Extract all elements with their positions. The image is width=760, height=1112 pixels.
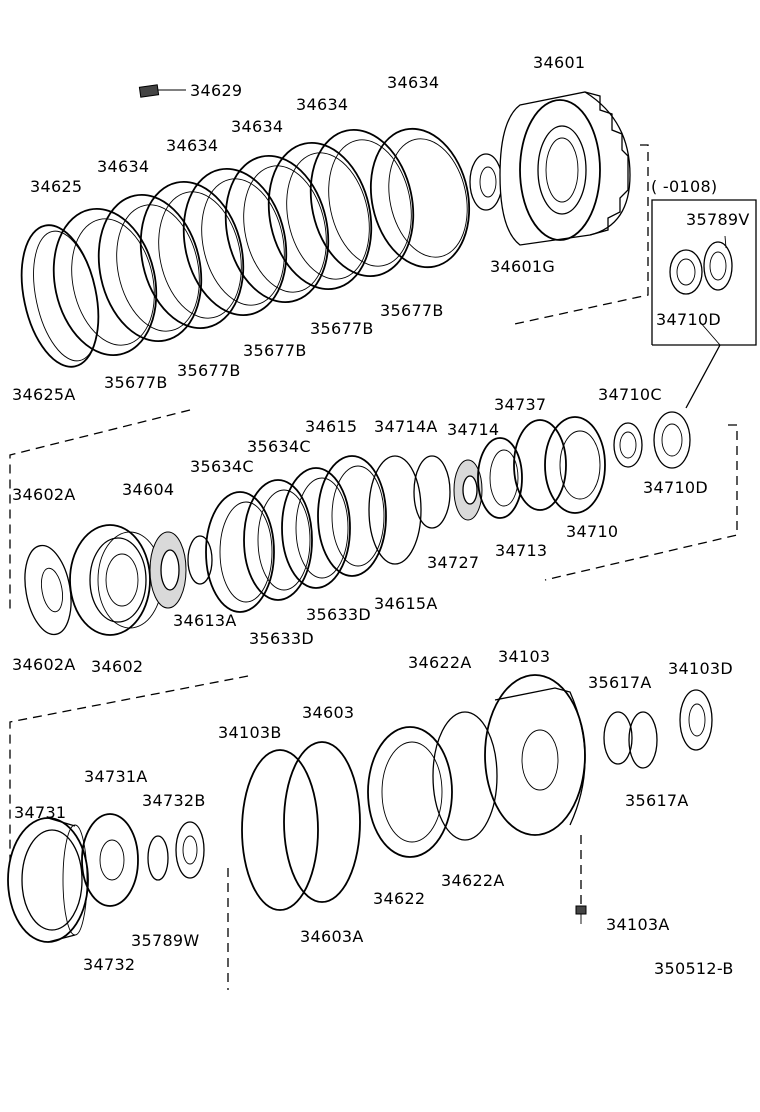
- clutch-plate-stack: [20, 127, 503, 368]
- part-label: 34603: [302, 703, 354, 722]
- drawing-id: 350512-B: [654, 959, 734, 978]
- part-label: 34603A: [300, 927, 364, 946]
- part-label: 34714: [447, 420, 499, 439]
- part-label: 34634: [387, 73, 439, 92]
- part-label: 34604: [122, 480, 174, 499]
- part-label: 34710C: [598, 385, 662, 404]
- part-label: 34625A: [12, 385, 76, 404]
- part-label: 35677B: [380, 301, 444, 320]
- part-labels: 34629 34634 34634 34634 34634 34634 3460…: [12, 53, 750, 978]
- part-label: 34737: [494, 395, 546, 414]
- part-label: 35677B: [177, 361, 241, 380]
- part-label: 34622A: [441, 871, 505, 890]
- part-label: 35789W: [131, 931, 200, 950]
- part-label: 34634: [296, 95, 348, 114]
- part-label: 34634: [166, 136, 218, 155]
- part-label: 35677B: [243, 341, 307, 360]
- part-label: 34601: [533, 53, 585, 72]
- part-label: 34622: [373, 889, 425, 908]
- part-label: 35617A: [588, 673, 652, 692]
- part-label: 34601G: [490, 257, 555, 276]
- part-label: 35677B: [310, 319, 374, 338]
- part-label: 34103B: [218, 723, 282, 742]
- middle-row-parts: [24, 411, 691, 636]
- part-label: 34602A: [12, 485, 76, 504]
- part-label: 34602A: [12, 655, 76, 674]
- part-label: 34613A: [173, 611, 237, 630]
- part-label: 34103A: [606, 915, 670, 934]
- part-label: 34731: [14, 803, 66, 822]
- part-label: 34615: [305, 417, 357, 436]
- part-label: 35634C: [247, 437, 311, 456]
- part-label: 35633D: [249, 629, 314, 648]
- date-range-label: ( -0108): [651, 177, 717, 196]
- inset-box: [651, 199, 757, 409]
- section-borders: [9, 144, 738, 990]
- part-label: 34634: [97, 157, 149, 176]
- part-label: 34615A: [374, 594, 438, 613]
- part-label: 34602: [91, 657, 143, 676]
- part-label: 34710D: [643, 478, 708, 497]
- bottom-row-parts: [7, 674, 713, 943]
- part-label: 34103D: [668, 659, 733, 678]
- part-label: 35633D: [306, 605, 371, 624]
- part-label: 34103: [498, 647, 550, 666]
- part-label: 34710D: [656, 310, 721, 329]
- part-label: 34625: [30, 177, 82, 196]
- part-label: 35677B: [104, 373, 168, 392]
- part-label: 35789V: [686, 210, 750, 229]
- part-label: 34727: [427, 553, 479, 572]
- part-label: 34714A: [374, 417, 438, 436]
- part-label: 34622A: [408, 653, 472, 672]
- part-label: 34732: [83, 955, 135, 974]
- part-label: 34713: [495, 541, 547, 560]
- part-label: 34629: [190, 81, 242, 100]
- part-label: 34634: [231, 117, 283, 136]
- part-label: 34732B: [142, 791, 206, 810]
- part-label: 34710: [566, 522, 618, 541]
- part-label: 34731A: [84, 767, 148, 786]
- pin-34629: [138, 84, 186, 98]
- part-label: 35634C: [190, 457, 254, 476]
- drum-34601: [499, 91, 631, 246]
- part-label: 35617A: [625, 791, 689, 810]
